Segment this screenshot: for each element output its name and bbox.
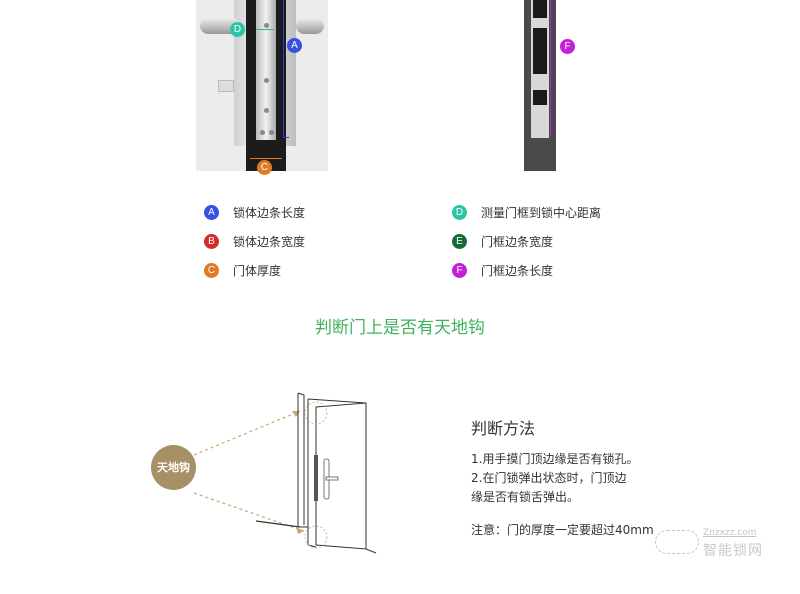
frame-slot <box>533 90 547 105</box>
legend-item-c: C 门体厚度 <box>204 261 305 279</box>
marker-d: D <box>230 22 245 37</box>
legend-item-f: F 门框边条长度 <box>452 261 601 279</box>
legend-left: A 锁体边条长度 B 锁体边条宽度 C 门体厚度 <box>204 203 305 279</box>
lock-body-image: D A C <box>196 0 328 175</box>
cloud-logo-icon <box>655 530 699 554</box>
legend-label: 门框边条长度 <box>481 263 554 278</box>
measure-line-a-end <box>283 137 289 138</box>
marker-a: A <box>287 38 302 53</box>
badge-d-icon: D <box>452 204 467 220</box>
legend-label: 门框边条宽度 <box>481 234 554 249</box>
measure-line-c <box>250 158 282 159</box>
legend-item-a: A 锁体边条长度 <box>204 203 305 221</box>
frame-slot <box>533 0 547 18</box>
screw <box>269 130 274 135</box>
watermark-name: 智能锁网 <box>703 543 763 559</box>
watermark-url: Znzxzz.com <box>703 528 757 538</box>
marker-f: F <box>560 39 575 54</box>
measure-line-a <box>283 0 284 138</box>
badge-e-icon: E <box>452 233 467 249</box>
legend-item-b: B 锁体边条宽度 <box>204 232 305 250</box>
legend-label: 测量门框到锁中心距离 <box>481 205 602 220</box>
screw <box>264 23 269 28</box>
legend-label: 门体厚度 <box>233 263 282 278</box>
method-note: 注意：门的厚度一定要超过40mm <box>471 523 654 537</box>
marker-c: C <box>257 160 272 175</box>
method-line-1: 1.用手摸门顶边缘是否有锁孔。 <box>471 452 639 466</box>
frame-slot <box>533 28 547 74</box>
door-handle-right <box>296 18 324 34</box>
badge-b-icon: B <box>204 233 219 249</box>
screw <box>264 78 269 83</box>
watermark: Znzxzz.com 智能锁网 <box>655 526 775 562</box>
lock-faceplate <box>256 0 276 140</box>
screw <box>260 130 265 135</box>
measure-line-d <box>256 29 274 30</box>
badge-f-icon: F <box>452 262 467 278</box>
legend-right: D 测量门框到锁中心距离 E 门框边条宽度 F 门框边条长度 <box>452 203 601 279</box>
thumb-turn <box>218 80 234 92</box>
method-line-3: 缘是否有锁舌弹出。 <box>471 490 580 504</box>
section-title: 判断门上是否有天地钩 <box>315 318 485 338</box>
legend-label: 锁体边条宽度 <box>233 234 306 249</box>
sky-earth-hook-badge: 天地钩 <box>151 445 196 490</box>
legend-item-d: D 测量门框到锁中心距离 <box>452 203 601 221</box>
measure-line-f <box>550 0 551 137</box>
method-line-2: 2.在门锁弹出状态时，门顶边 <box>471 471 627 485</box>
door-illustration <box>193 392 377 554</box>
legend-item-e: E 门框边条宽度 <box>452 232 601 250</box>
method-title: 判断方法 <box>471 419 536 438</box>
legend-label: 锁体边条长度 <box>233 205 306 220</box>
screw <box>264 108 269 113</box>
badge-c-icon: C <box>204 262 219 278</box>
badge-a-icon: A <box>204 204 219 220</box>
door-frame-image <box>524 0 556 171</box>
